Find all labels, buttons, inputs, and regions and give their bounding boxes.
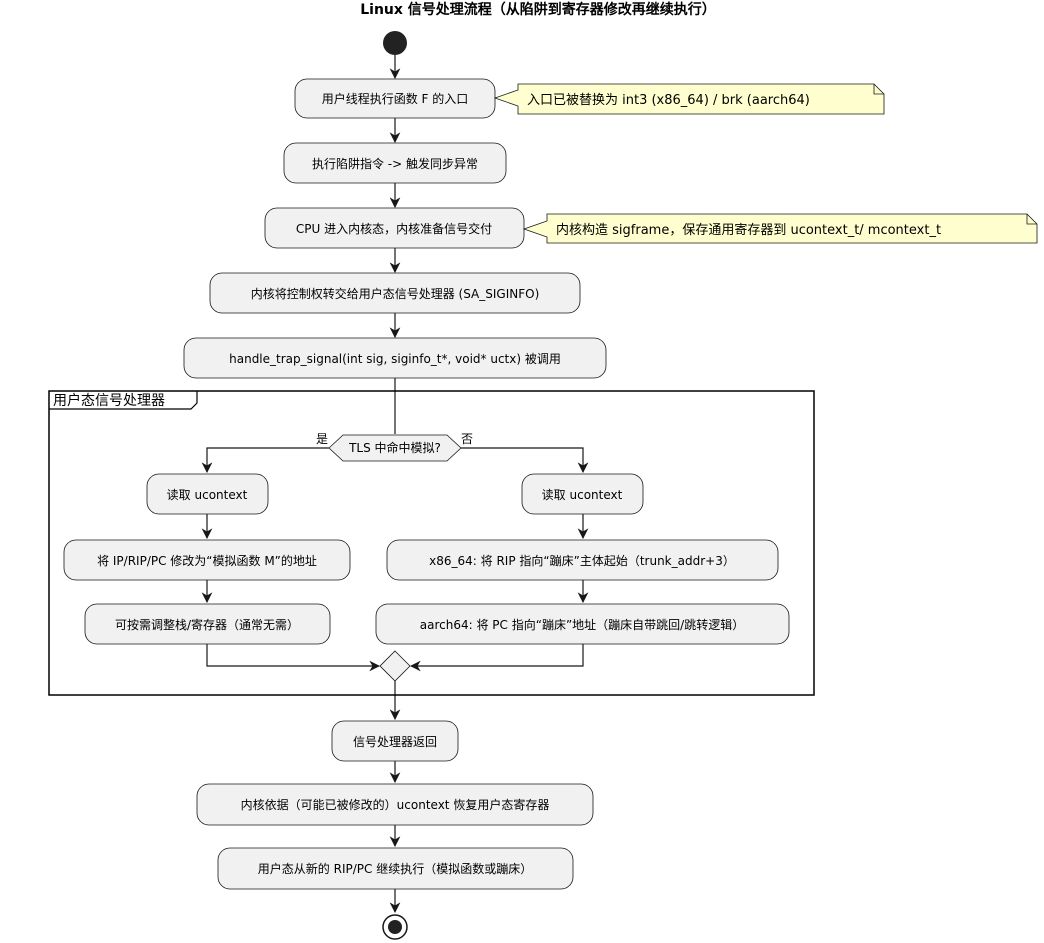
decision-yes-label: 是	[316, 432, 328, 446]
activity-transfer-to-handler: 内核将控制权转交给用户态信号处理器 (SA_SIGINFO)	[209, 272, 581, 314]
merge-node	[379, 650, 411, 682]
activity-label: 可按需调整栈/寄存器（通常无需）	[115, 617, 299, 632]
activity-trap-instruction: 执行陷阱指令 -> 触发同步异常	[283, 142, 507, 184]
activity-label: 内核将控制权转交给用户态信号处理器 (SA_SIGINFO)	[251, 286, 540, 301]
edges	[201, 55, 589, 914]
activity-adjust-stack: 可按需调整栈/寄存器（通常无需）	[84, 603, 331, 645]
activity-label: 用户态从新的 RIP/PC 继续执行（模拟函数或蹦床）	[258, 861, 532, 876]
diagram-title: Linux 信号处理流程（从陷阱到寄存器修改再继续执行）	[360, 1, 716, 18]
decision-label: TLS 中命中模拟?	[348, 440, 441, 455]
activity-label: handle_trap_signal(int sig, siginfo_t*, …	[229, 352, 561, 366]
activity-label: x86_64: 将 RIP 指向“蹦床”主体起始（trunk_addr+3）	[429, 553, 735, 568]
activity-label: 读取 ucontext	[167, 488, 248, 502]
start-node	[383, 31, 407, 55]
activity-set-ip-to-mock: 将 IP/RIP/PC 修改为“模拟函数 M”的地址	[63, 539, 351, 581]
activity-label: aarch64: 将 PC 指向“蹦床”地址（蹦床自带跳回/跳转逻辑）	[420, 617, 744, 632]
activity-label: CPU 进入内核态，内核准备信号交付	[296, 221, 492, 236]
activity-label: 内核依据（可能已被修改的）ucontext 恢复用户态寄存器	[241, 797, 550, 812]
activity-continue-execution: 用户态从新的 RIP/PC 继续执行（模拟函数或蹦床）	[217, 847, 574, 890]
activity-label: 将 IP/RIP/PC 修改为“模拟函数 M”的地址	[97, 553, 317, 568]
note-label: 入口已被替换为 int3 (x86_64) / brk (aarch64)	[527, 93, 810, 108]
decision-tls-hit: TLS 中命中模拟? 是 否	[316, 432, 473, 462]
activity-restore-registers: 内核依据（可能已被修改的）ucontext 恢复用户态寄存器	[196, 783, 594, 826]
activity-handler-called: handle_trap_signal(int sig, siginfo_t*, …	[183, 337, 607, 379]
activity-label: 用户线程执行函数 F 的入口	[322, 91, 469, 106]
note-entry-replaced: 入口已被替换为 int3 (x86_64) / brk (aarch64)	[493, 83, 885, 115]
activity-x86-rip-trampoline: x86_64: 将 RIP 指向“蹦床”主体起始（trunk_addr+3）	[386, 539, 779, 581]
activity-label: 信号处理器返回	[353, 735, 437, 749]
activity-left-read-ucontext: 读取 ucontext	[146, 473, 269, 515]
partition-label: 用户态信号处理器	[53, 392, 165, 409]
note-label: 内核构造 sigframe，保存通用寄存器到 ucontext_t/ mcont…	[556, 222, 941, 238]
activity-kernel-mode: CPU 进入内核态，内核准备信号交付	[264, 207, 525, 249]
activity-thread-entry: 用户线程执行函数 F 的入口	[294, 78, 496, 119]
activity-handler-return: 信号处理器返回	[331, 720, 459, 762]
activity-label: 读取 ucontext	[542, 488, 623, 502]
end-node	[382, 914, 408, 940]
partition-user-signal-handler: 用户态信号处理器	[48, 390, 815, 696]
activity-aarch64-pc-trampoline: aarch64: 将 PC 指向“蹦床”地址（蹦床自带跳回/跳转逻辑）	[375, 603, 790, 645]
activity-label: 执行陷阱指令 -> 触发同步异常	[312, 156, 478, 171]
activity-right-read-ucontext: 读取 ucontext	[521, 473, 644, 515]
note-sigframe: 内核构造 sigframe，保存通用寄存器到 ucontext_t/ mcont…	[522, 213, 1038, 244]
decision-no-label: 否	[461, 432, 473, 446]
